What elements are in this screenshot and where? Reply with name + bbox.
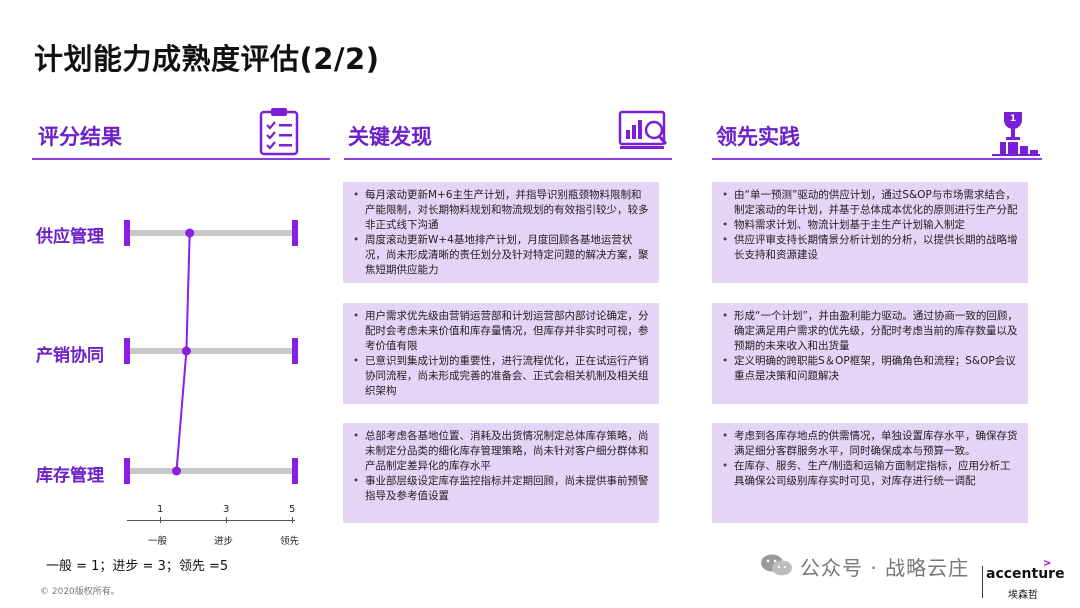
trophy-podium-icon: 1 xyxy=(992,112,1040,156)
track-cap-right xyxy=(292,458,298,484)
score-track-sop xyxy=(127,348,295,354)
track-cap-left xyxy=(124,338,130,364)
clipboard-checklist-icon xyxy=(259,108,299,156)
x-tick xyxy=(160,517,161,523)
section-title-findings: 关键发现 xyxy=(348,125,432,149)
score-point-0 xyxy=(185,228,195,238)
score-track-inventory xyxy=(127,468,295,474)
finding-box-supply: 每月滚动更新M+6主生产计划，并指导识别瓶颈物料限制和产能限制，对长期物料规划和… xyxy=(343,182,659,283)
x-tick-label: 3 xyxy=(223,504,230,515)
wechat-icon xyxy=(761,554,792,576)
x-tick-name: 一般 xyxy=(148,536,168,547)
practice-item: 形成“一个计划”，并由盈利能力驱动。通过协商一致的回顾，确定满足用户需求的优先级… xyxy=(720,309,1020,354)
score-point-2 xyxy=(172,466,181,476)
practice-item: 定义明确的跨职能S＆OP框架，明确角色和流程；S&OP会议重点是决策和问题解决 xyxy=(720,354,1020,384)
section-title-practice: 领先实践 xyxy=(716,125,800,149)
score-point-1 xyxy=(181,346,191,356)
brand-divider xyxy=(982,566,983,598)
x-tick-name: 进步 xyxy=(214,536,234,547)
practice-item: 物料需求计划、物流计划基于主生产计划输入制定 xyxy=(720,218,1020,233)
copyright: © 2020版权所有。 xyxy=(40,587,120,597)
svg-text:1: 1 xyxy=(1010,114,1016,124)
track-cap-left xyxy=(124,220,130,246)
practice-box-inventory: 考虑到各库存地点的供需情况，单独设置库存水平，确保存货满足细分客群服务水平，同时… xyxy=(712,423,1028,523)
score-line-chart xyxy=(172,228,195,476)
score-track-supply xyxy=(127,230,295,236)
finding-box-sop: 用户需求优先级由营销运营部和计划运营部内部讨论确定，分配时会考虑未来价值和库存量… xyxy=(343,303,659,404)
practice-item: 在库存、服务、生产/制造和运输方面制定指标，应用分析工具确保公司级别库存实时可见… xyxy=(720,459,1020,489)
finding-item: 总部考虑各基地位置、消耗及出货情况制定总体库存策略，尚未制定分品类的细化库存管理… xyxy=(351,429,651,474)
x-tick-name: 领先 xyxy=(280,536,300,547)
legend-text: 一般 = 1；进步 = 3；领先 =5 xyxy=(46,559,229,574)
finding-item: 事业部层级设定库存监控指标并定期回顾，尚未提供事前预警指导及参考值设置 xyxy=(351,474,651,504)
practice-item: 供应评审支持长期情景分析计划的分析，以提供长期的战略增长支持和资源建设 xyxy=(720,233,1020,263)
section-divider-score xyxy=(32,158,330,160)
page-title: 计划能力成熟度评估(2/2) xyxy=(34,42,380,76)
brand-logo: accenture xyxy=(986,566,1065,582)
track-cap-right xyxy=(292,220,298,246)
row-label-inventory: 库存管理 xyxy=(36,466,104,486)
row-label-sop: 产销协同 xyxy=(36,346,104,366)
watermark-text: 公众号 · 战略云庄 xyxy=(800,556,970,580)
brand-mark-icon: > xyxy=(1043,558,1052,569)
x-tick xyxy=(226,517,227,523)
finding-item: 已意识到集成计划的重要性，进行流程优化，正在试运行产销协同流程，尚未形成完善的准… xyxy=(351,354,651,399)
practice-box-supply: 由“单一预测”驱动的供应计划，通过S&OP与市场需求结合，制定滚动的年计划，并基… xyxy=(712,182,1028,283)
finding-item: 用户需求优先级由营销运营部和计划运营部内部讨论确定，分配时会考虑未来价值和库存量… xyxy=(351,309,651,354)
x-tick-label: 1 xyxy=(157,504,164,515)
x-axis xyxy=(127,520,295,521)
finding-item: 每月滚动更新M+6主生产计划，并指导识别瓶颈物料限制和产能限制，对长期物料规划和… xyxy=(351,188,651,233)
x-tick xyxy=(292,517,293,523)
analytics-magnifier-icon xyxy=(618,110,668,149)
finding-item: 周度滚动更新W+4基地排产计划，月度回顾各基地运营状况，尚未形成清晰的责任划分及… xyxy=(351,233,651,278)
practice-item: 由“单一预测”驱动的供应计划，通过S&OP与市场需求结合，制定滚动的年计划，并基… xyxy=(720,188,1020,218)
row-label-supply: 供应管理 xyxy=(36,227,104,247)
finding-box-inventory: 总部考虑各基地位置、消耗及出货情况制定总体库存策略，尚未制定分品类的细化库存管理… xyxy=(343,423,659,523)
section-divider-practice xyxy=(712,158,1042,160)
track-cap-left xyxy=(124,458,130,484)
track-cap-right xyxy=(292,338,298,364)
section-divider-findings xyxy=(344,158,672,160)
x-tick-label: 5 xyxy=(289,504,296,515)
section-title-score: 评分结果 xyxy=(38,125,122,149)
brand-subtitle: 埃森哲 xyxy=(1008,590,1038,601)
practice-item: 考虑到各库存地点的供需情况，单独设置库存水平，确保存货满足细分客群服务水平，同时… xyxy=(720,429,1020,459)
practice-box-sop: 形成“一个计划”，并由盈利能力驱动。通过协商一致的回顾，确定满足用户需求的优先级… xyxy=(712,303,1028,404)
